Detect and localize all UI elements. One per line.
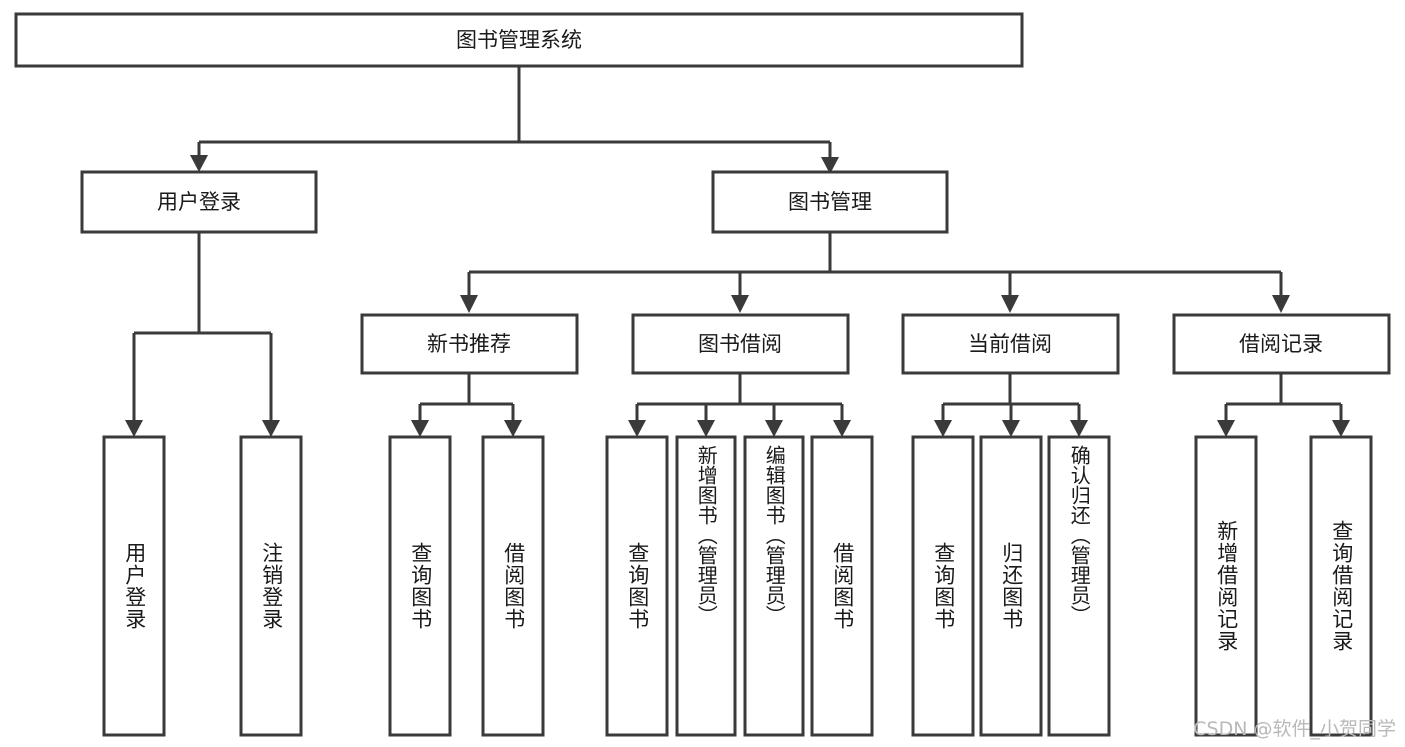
node-leaf-edit-book[interactable]	[743, 435, 805, 737]
node-book-borrow-label: 图书借阅	[698, 332, 782, 356]
node-borrow-record[interactable]: 借阅记录	[1172, 313, 1391, 375]
node-leaf-return-book[interactable]	[979, 435, 1043, 737]
node-leaf-query-book-3[interactable]	[911, 435, 975, 737]
node-user-login[interactable]: 用户登录	[80, 170, 318, 234]
connector-root-to-level1	[190, 66, 839, 174]
node-leaf-query-record[interactable]	[1309, 435, 1373, 737]
node-book-management[interactable]: 图书管理	[711, 170, 949, 234]
connector-book-borrow-to-leaves	[628, 373, 851, 437]
node-user-login-label: 用户登录	[157, 190, 241, 214]
node-leaf-query-book-2[interactable]	[605, 435, 669, 737]
connector-new-book-recommend-to-leaves	[411, 373, 522, 437]
node-leaf-confirm-return[interactable]	[1047, 435, 1111, 737]
node-leaf-add-book[interactable]	[675, 435, 737, 737]
node-root-label: 图书管理系统	[456, 28, 582, 52]
connector-borrow-record-to-leaves	[1217, 373, 1350, 437]
node-leaf-user-login[interactable]	[102, 435, 166, 737]
node-current-borrow-label: 当前借阅	[968, 332, 1052, 356]
node-leaf-add-record[interactable]	[1194, 435, 1258, 737]
watermark-text: CSDN @软件_小贺同学	[1193, 718, 1396, 740]
connector-user-login-to-leaves	[125, 232, 280, 437]
node-leaf-borrow-book-2[interactable]	[810, 435, 874, 737]
node-new-book-recommend[interactable]: 新书推荐	[360, 313, 579, 375]
node-book-management-label: 图书管理	[788, 190, 872, 214]
node-root[interactable]: 图书管理系统	[14, 12, 1024, 68]
node-borrow-record-label: 借阅记录	[1239, 332, 1323, 356]
node-leaf-logout-login[interactable]	[239, 435, 303, 737]
connector-book-management-to-level2	[460, 232, 1290, 313]
node-leaf-borrow-book-1[interactable]	[481, 435, 545, 737]
leaf-boxes	[102, 435, 1373, 737]
connector-current-borrow-to-leaves	[934, 373, 1088, 437]
node-leaf-query-book-1[interactable]	[388, 435, 452, 737]
node-new-book-recommend-label: 新书推荐	[427, 332, 511, 356]
node-book-borrow[interactable]: 图书借阅	[631, 313, 850, 375]
node-current-borrow[interactable]: 当前借阅	[901, 313, 1120, 375]
